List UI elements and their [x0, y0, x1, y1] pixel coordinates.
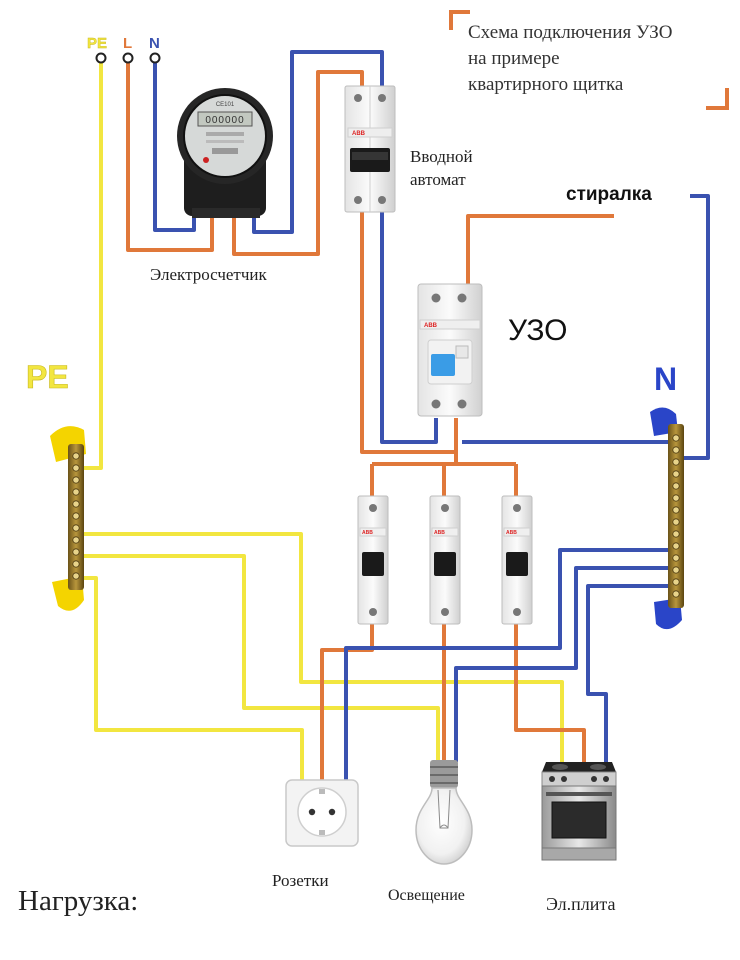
light-bulb-icon [415, 760, 473, 865]
meter-model: CE101 [216, 102, 235, 108]
phase-input-to-meter [126, 58, 214, 252]
main-breaker-label-1: Вводной [410, 147, 473, 166]
group-breaker-1: ABB [357, 495, 389, 625]
phase-to-washer [466, 214, 614, 284]
electricity-meter: 000000 CE101 [177, 88, 273, 218]
neutral-washer-return [680, 194, 710, 460]
neutral-breaker-to-rcd [380, 210, 438, 444]
n-bus-label: N [654, 361, 677, 397]
neutral-bus-to-socket [344, 548, 672, 782]
pe-bus-label: PE [26, 359, 69, 395]
rcd-brand: ABB [424, 323, 438, 329]
terminal-pe-label: PE [87, 35, 107, 52]
title-line-1: Схема подключения УЗО [468, 22, 672, 43]
phase-breaker-to-rcd [360, 210, 458, 454]
neutral-wires [153, 50, 710, 782]
terminal-n [149, 52, 161, 64]
terminal-l-label: L [123, 35, 132, 52]
title-block: Схема подключения УЗО на примере квартир… [449, 10, 729, 110]
title-line-2: на примере [468, 48, 560, 69]
n-bus-bar [650, 407, 684, 630]
phase-wires [126, 58, 614, 782]
lighting-label: Освещение [388, 887, 465, 904]
earth-wires [82, 58, 564, 782]
load-label: Нагрузка: [18, 885, 138, 917]
group-breaker-2-brand: ABB [434, 530, 445, 536]
group-breaker-2: ABB [429, 495, 461, 625]
rcd-label: УЗО [508, 314, 568, 347]
earth-input-wire [82, 58, 103, 470]
neutral-bus-to-lighting [454, 566, 672, 762]
phase-breaker-3-to-stove [514, 624, 586, 762]
group-breaker-3-brand: ABB [506, 530, 517, 536]
group-breaker-3: ABB [501, 495, 533, 625]
main-breaker-brand: ABB [352, 131, 366, 137]
meter-label: Электросчетчик [150, 265, 267, 284]
wires [82, 50, 710, 782]
rcd-device: ABB [417, 283, 483, 417]
neutral-input-to-meter [153, 58, 196, 232]
main-breaker-label-2: автомат [410, 170, 466, 189]
earth-to-lighting-wire [82, 554, 440, 762]
earth-to-stove-wire [82, 532, 564, 762]
main-breaker: ABB [344, 85, 396, 213]
group-breaker-1-brand: ABB [362, 530, 373, 536]
neutral-bus-to-stove [586, 584, 672, 762]
socket-icon [285, 779, 359, 847]
washer-label: стиралка [566, 184, 652, 205]
title-bracket-bottom [706, 88, 729, 110]
meter-display: 000000 [205, 115, 244, 126]
sockets-label: Розетки [272, 871, 329, 890]
stove-label: Эл.плита [546, 894, 615, 914]
terminal-pe [95, 52, 107, 64]
pe-bus-bar [50, 426, 86, 611]
stove-icon [541, 762, 617, 861]
terminal-n-label: N [149, 35, 160, 52]
neutral-meter-to-breaker [252, 50, 384, 234]
earth-to-socket-wire [82, 576, 304, 782]
input-terminals: PE L N [87, 35, 161, 64]
title-bracket-top [449, 10, 470, 30]
terminal-l [122, 52, 134, 64]
title-line-3: квартирного щитка [468, 74, 624, 95]
phase-meter-to-breaker [232, 70, 364, 256]
